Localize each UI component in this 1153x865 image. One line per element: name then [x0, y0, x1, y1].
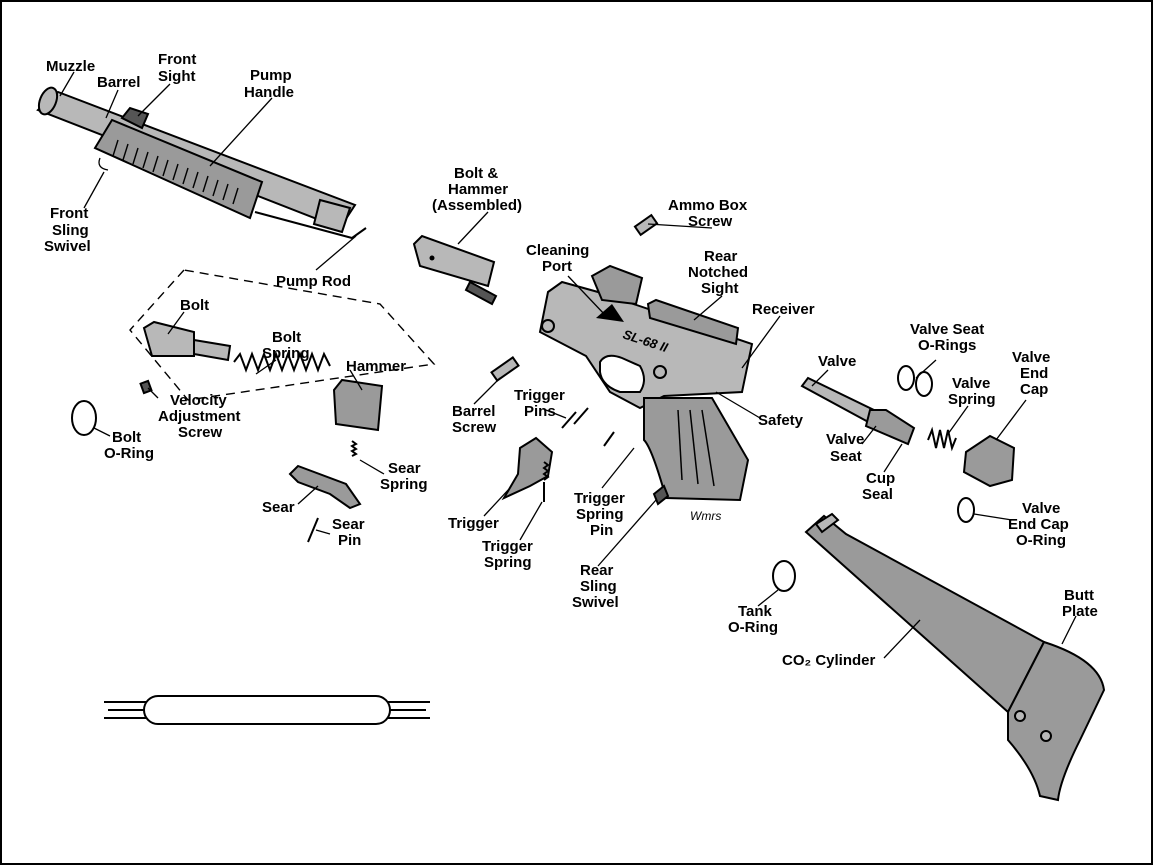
label-rear-sling-swivel-2: Sling: [580, 578, 617, 595]
label-front-sling-swivel-3: Swivel: [44, 238, 91, 255]
label-valve-end-cap-3: Cap: [1020, 381, 1048, 398]
label-front-sight-1: Front: [158, 51, 196, 68]
label-valve-spring-2: Spring: [948, 391, 996, 408]
label-bolt-spring-2: Spring: [262, 345, 310, 362]
label-barrel-screw-2: Screw: [452, 419, 497, 436]
label-cup-seal-2: Seal: [862, 486, 893, 503]
label-ammo-box-screw-2: Screw: [688, 213, 733, 230]
label-hammer: Hammer: [346, 358, 406, 375]
trigger-group: [501, 407, 615, 502]
label-trigger-pins-1: Trigger: [514, 387, 565, 404]
barrel-assembly: [36, 86, 367, 240]
label-bolt-spring-1: Bolt: [272, 329, 301, 346]
label-pump-handle-2: Handle: [244, 84, 294, 101]
label-velocity-adjustment-3: Screw: [178, 424, 223, 441]
label-trigger-spring-1: Trigger: [482, 538, 533, 555]
label-trigger-pins-2: Pins: [524, 403, 556, 420]
label-valve: Valve: [818, 353, 856, 370]
label-front-sling-swivel-2: Sling: [52, 222, 89, 239]
leader-lines: [59, 71, 1077, 659]
co2-cylinder: [772, 512, 1106, 802]
label-valve-seat-2: Seat: [830, 448, 862, 465]
internal-parts: [71, 269, 520, 543]
label-ammo-box-screw-1: Ammo Box: [668, 197, 748, 214]
labels: Muzzle Barrel Front Sight Pump Handle Fr…: [44, 51, 1098, 669]
label-rear-sling-swivel-1: Rear: [580, 562, 614, 579]
valve-assembly: [800, 365, 1016, 523]
receiver: SL-68 II Wmrs: [538, 264, 754, 523]
label-sear-pin-1: Sear: [332, 516, 365, 533]
label-bolt-hammer-3: (Assembled): [432, 197, 522, 214]
label-valve-end-cap-o-ring-3: O-Ring: [1016, 532, 1066, 549]
label-rear-notched-sight-1: Rear: [704, 248, 738, 265]
label-pump-rod: Pump Rod: [276, 273, 351, 290]
label-valve-end-cap-2: End: [1020, 365, 1048, 382]
label-bolt-hammer-1: Bolt &: [454, 165, 498, 182]
label-cleaning-port-1: Cleaning: [526, 242, 589, 259]
label-valve-spring-1: Valve: [952, 375, 990, 392]
label-sear-pin-2: Pin: [338, 532, 361, 549]
label-velocity-adjustment-2: Adjustment: [158, 408, 241, 425]
ammo-box-screw: [633, 213, 659, 237]
label-rear-notched-sight-2: Notched: [688, 264, 748, 281]
label-trigger-spring-pin-1: Trigger: [574, 490, 625, 507]
label-pump-handle-1: Pump: [250, 67, 292, 84]
label-bolt-o-ring-2: O-Ring: [104, 445, 154, 462]
label-muzzle: Muzzle: [46, 58, 95, 75]
label-velocity-adjustment-1: Velocity: [170, 392, 227, 409]
label-valve-seat-o-rings-2: O-Rings: [918, 337, 976, 354]
bolt-hammer-assembled: [412, 234, 498, 306]
label-valve-end-cap-o-ring-2: End Cap: [1008, 516, 1069, 533]
label-rear-sling-swivel-3: Swivel: [572, 594, 619, 611]
label-bolt-hammer-2: Hammer: [448, 181, 508, 198]
label-bolt-o-ring-1: Bolt: [112, 429, 141, 446]
label-receiver: Receiver: [752, 301, 815, 318]
label-valve-seat-1: Valve: [826, 431, 864, 448]
label-tank-o-ring-1: Tank: [738, 603, 773, 620]
label-trigger: Trigger: [448, 515, 499, 532]
grip-signature: Wmrs: [690, 509, 721, 523]
label-front-sight-2: Sight: [158, 68, 196, 85]
label-safety: Safety: [758, 412, 804, 429]
label-valve-end-cap-o-ring-1: Valve: [1022, 500, 1060, 517]
label-cleaning-port-2: Port: [542, 258, 572, 275]
label-tank-o-ring-2: O-Ring: [728, 619, 778, 636]
label-cup-seal-1: Cup: [866, 470, 895, 487]
label-trigger-spring-pin-3: Pin: [590, 522, 613, 539]
label-trigger-spring-2: Spring: [484, 554, 532, 571]
label-valve-end-cap-1: Valve: [1012, 349, 1050, 366]
label-sear-spring-2: Spring: [380, 476, 428, 493]
label-front-sling-swivel-1: Front: [50, 205, 88, 222]
label-barrel-screw-1: Barrel: [452, 403, 495, 420]
emblem-plate: [104, 695, 430, 725]
label-barrel: Barrel: [97, 74, 140, 91]
label-bolt: Bolt: [180, 297, 209, 314]
label-sear-spring-1: Sear: [388, 460, 421, 477]
label-rear-notched-sight-3: Sight: [701, 280, 739, 297]
label-butt-plate-2: Plate: [1062, 603, 1098, 620]
label-co2-cylinder: CO₂ Cylinder: [782, 652, 876, 669]
label-sear: Sear: [262, 499, 295, 516]
label-trigger-spring-pin-2: Spring: [576, 506, 624, 523]
label-valve-seat-o-rings-1: Valve Seat: [910, 321, 984, 338]
label-butt-plate-1: Butt: [1064, 587, 1094, 604]
